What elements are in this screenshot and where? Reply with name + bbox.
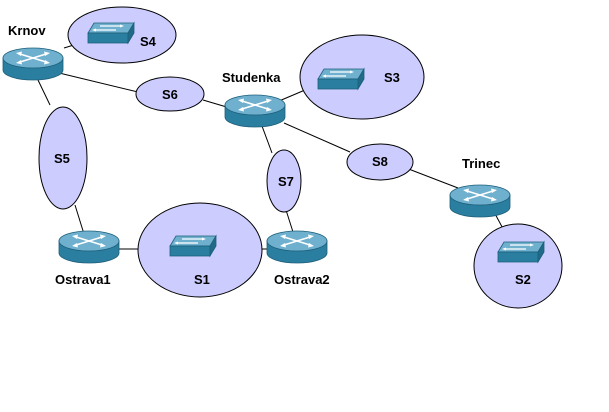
router-label-trinec: Trinec — [462, 156, 500, 171]
router-icon — [449, 184, 511, 218]
router-icon — [266, 230, 328, 264]
subnet-labels: S4 S6 S3 S5 S7 S8 S1 S2 — [54, 34, 531, 287]
subnet-label-s4: S4 — [140, 34, 157, 49]
subnet-label-s2: S2 — [515, 272, 531, 287]
link-krnov-s6 — [54, 71, 139, 93]
router-label-krnov: Krnov — [8, 23, 46, 38]
router-icon — [58, 230, 120, 264]
link-krnov-s5 — [37, 79, 51, 106]
link-s8-trinec — [405, 167, 459, 189]
switch-icon — [497, 241, 545, 263]
link-s7-ostrava2 — [285, 209, 294, 233]
subnet-label-s1: S1 — [194, 272, 210, 287]
router-icon — [2, 47, 64, 81]
router-label-ostrava1: Ostrava1 — [55, 272, 111, 287]
router-label-ostrava2: Ostrava2 — [274, 272, 330, 287]
link-s5-ostrava1 — [74, 204, 85, 235]
subnet-s6-ellipse — [135, 76, 205, 112]
subnet-s7-ellipse — [266, 149, 302, 213]
switch-icon — [317, 68, 365, 90]
link-studenka-s7 — [261, 125, 273, 154]
switch-icon — [169, 235, 217, 257]
router-icon — [224, 94, 286, 128]
subnet-label-s6: S6 — [162, 87, 178, 102]
subnet-label-s5: S5 — [54, 151, 70, 166]
subnet-label-s8: S8 — [372, 154, 388, 169]
subnet-s8-ellipse — [346, 143, 414, 181]
link-studenka-s8 — [283, 122, 351, 153]
router-label-studenka: Studenka — [222, 70, 281, 85]
subnet-label-s7: S7 — [278, 174, 294, 189]
subnet-label-s3: S3 — [384, 70, 400, 85]
subnet-s5-ellipse — [38, 106, 88, 210]
switch-icon — [87, 22, 135, 44]
router-labels: Krnov Studenka Ostrava1 Ostrava2 Trinec — [8, 23, 500, 287]
subnet-s2-ellipse — [473, 223, 563, 309]
